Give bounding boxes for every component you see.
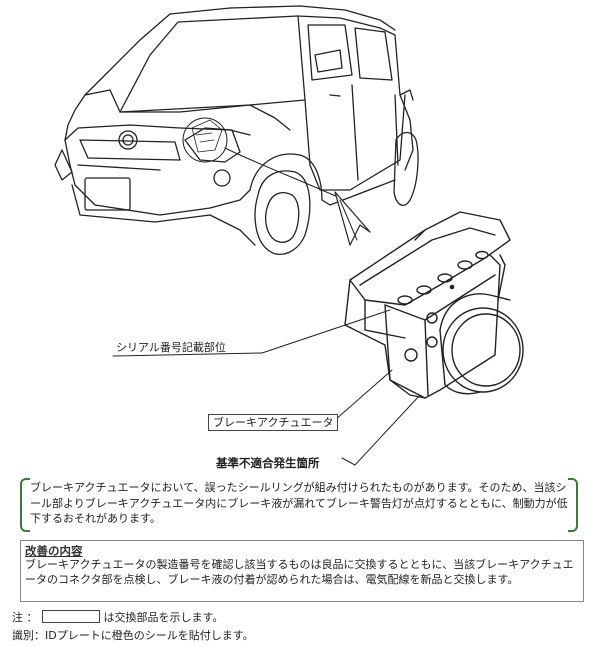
note-prefix: 注 ： <box>12 611 38 624</box>
nonconforming-location-label: 基準不適合発生箇所 <box>216 456 320 470</box>
id-line: 識別：IDプレートに橙色のシールを貼付します。 <box>12 629 254 642</box>
id-text: 識別：IDプレートに橙色のシールを貼付します。 <box>12 629 254 642</box>
remedy-heading: 改善の内容 <box>25 544 83 558</box>
bracket-left <box>20 478 30 532</box>
replacement-part-marker <box>41 610 100 623</box>
note-suffix: は交換部品を示します。 <box>103 611 224 624</box>
defect-text: ブレーキアクチュエータにおいて、誤ったシールリングが組み付けられたものがあります… <box>30 481 568 525</box>
remedy-box: 改善の内容 ブレーキアクチュエータの製造番号を確認し該当するものは良品に交換する… <box>20 540 584 602</box>
defect-description: ブレーキアクチュエータにおいて、誤ったシールリングが組み付けられたものがあります… <box>20 478 578 532</box>
brake-actuator-label: ブレーキアクチュエータ <box>208 414 339 431</box>
remedy-text: ブレーキアクチュエータの製造番号を確認し該当するものは良品に交換するとともに、当… <box>25 558 574 586</box>
note-line: 注 ： は交換部品を示します。 <box>12 610 223 624</box>
bracket-right <box>568 478 578 532</box>
serial-location-label: シリアル番号記載部位 <box>116 341 226 354</box>
